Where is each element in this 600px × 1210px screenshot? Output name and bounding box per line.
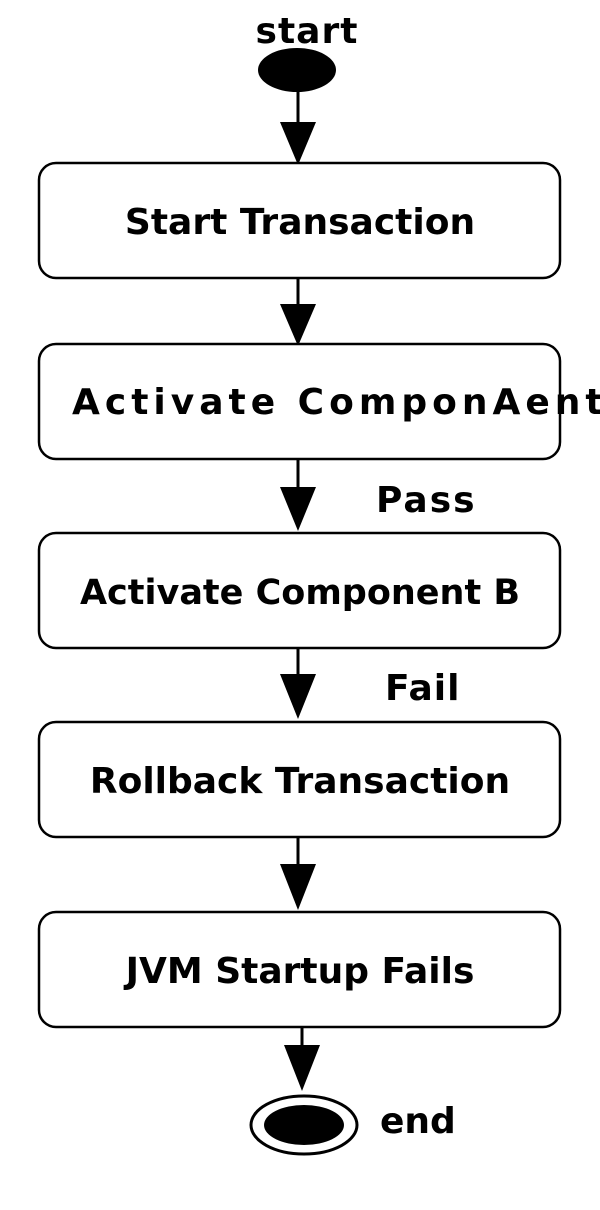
node-rollback-transaction: Rollback Transaction — [37, 720, 562, 839]
start-node — [258, 48, 336, 92]
arrowhead-end — [284, 1045, 320, 1091]
arrowhead-rollback — [280, 674, 316, 719]
node-label: Rollback Transaction — [90, 761, 510, 802]
edge-label-pass: Pass — [376, 480, 477, 521]
node-activate-component-a: Activate ComponAent — [37, 342, 600, 461]
end-node — [249, 1094, 359, 1156]
start-label: start — [256, 11, 359, 52]
arrowhead-start-transaction — [280, 122, 316, 165]
arrowhead-activate-a — [280, 304, 316, 346]
node-jvm-startup-fails: JVM Startup Fails — [37, 910, 562, 1029]
node-label: Activate Component B — [80, 573, 520, 613]
node-label: Activate ComponAent — [72, 382, 600, 423]
node-start-transaction: Start Transaction — [37, 161, 562, 280]
node-activate-component-b: Activate Component B — [37, 531, 562, 650]
node-label: JVM Startup Fails — [123, 951, 475, 992]
arrowhead-jvm — [280, 864, 316, 910]
end-label: end — [380, 1101, 456, 1142]
arrowhead-activate-b — [280, 487, 316, 531]
node-label: Start Transaction — [125, 202, 475, 243]
edge-label-fail: Fail — [385, 668, 460, 709]
